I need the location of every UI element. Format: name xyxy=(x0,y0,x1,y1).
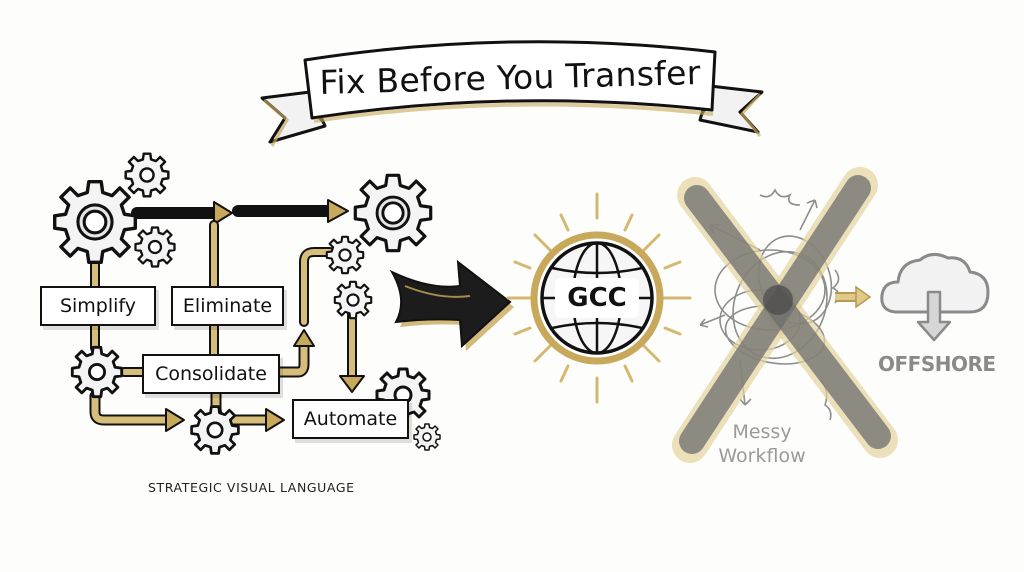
messy-workflow-label: Messy Workflow xyxy=(712,420,812,468)
transition-arrow xyxy=(389,259,514,351)
step-consolidate: Consolidate xyxy=(142,354,280,394)
arrow-right-icon xyxy=(835,285,872,309)
step-eliminate: Eliminate xyxy=(171,286,284,326)
gear-icon xyxy=(70,345,124,399)
ribbon-banner xyxy=(260,40,764,147)
step-simplify: Simplify xyxy=(40,286,156,326)
cloud-download-icon xyxy=(880,253,990,342)
offshore-label: OFFSHORE xyxy=(878,352,996,376)
gear-icon xyxy=(333,280,373,320)
messy-workflow-line2: Workflow xyxy=(718,445,806,467)
gear-icon xyxy=(325,235,365,275)
gcc-label: GCC xyxy=(555,278,639,318)
gear-icon xyxy=(52,179,138,265)
caption: STRATEGIC VISUAL LANGUAGE xyxy=(148,480,355,495)
cross-out-icon xyxy=(672,167,898,463)
gear-icon xyxy=(413,423,441,451)
gear-icon xyxy=(353,173,433,253)
gear-icon xyxy=(190,405,240,455)
gear-icon xyxy=(134,226,176,268)
step-automate: Automate xyxy=(292,399,409,439)
gear-icon xyxy=(124,152,170,198)
messy-workflow-line1: Messy xyxy=(732,421,792,443)
